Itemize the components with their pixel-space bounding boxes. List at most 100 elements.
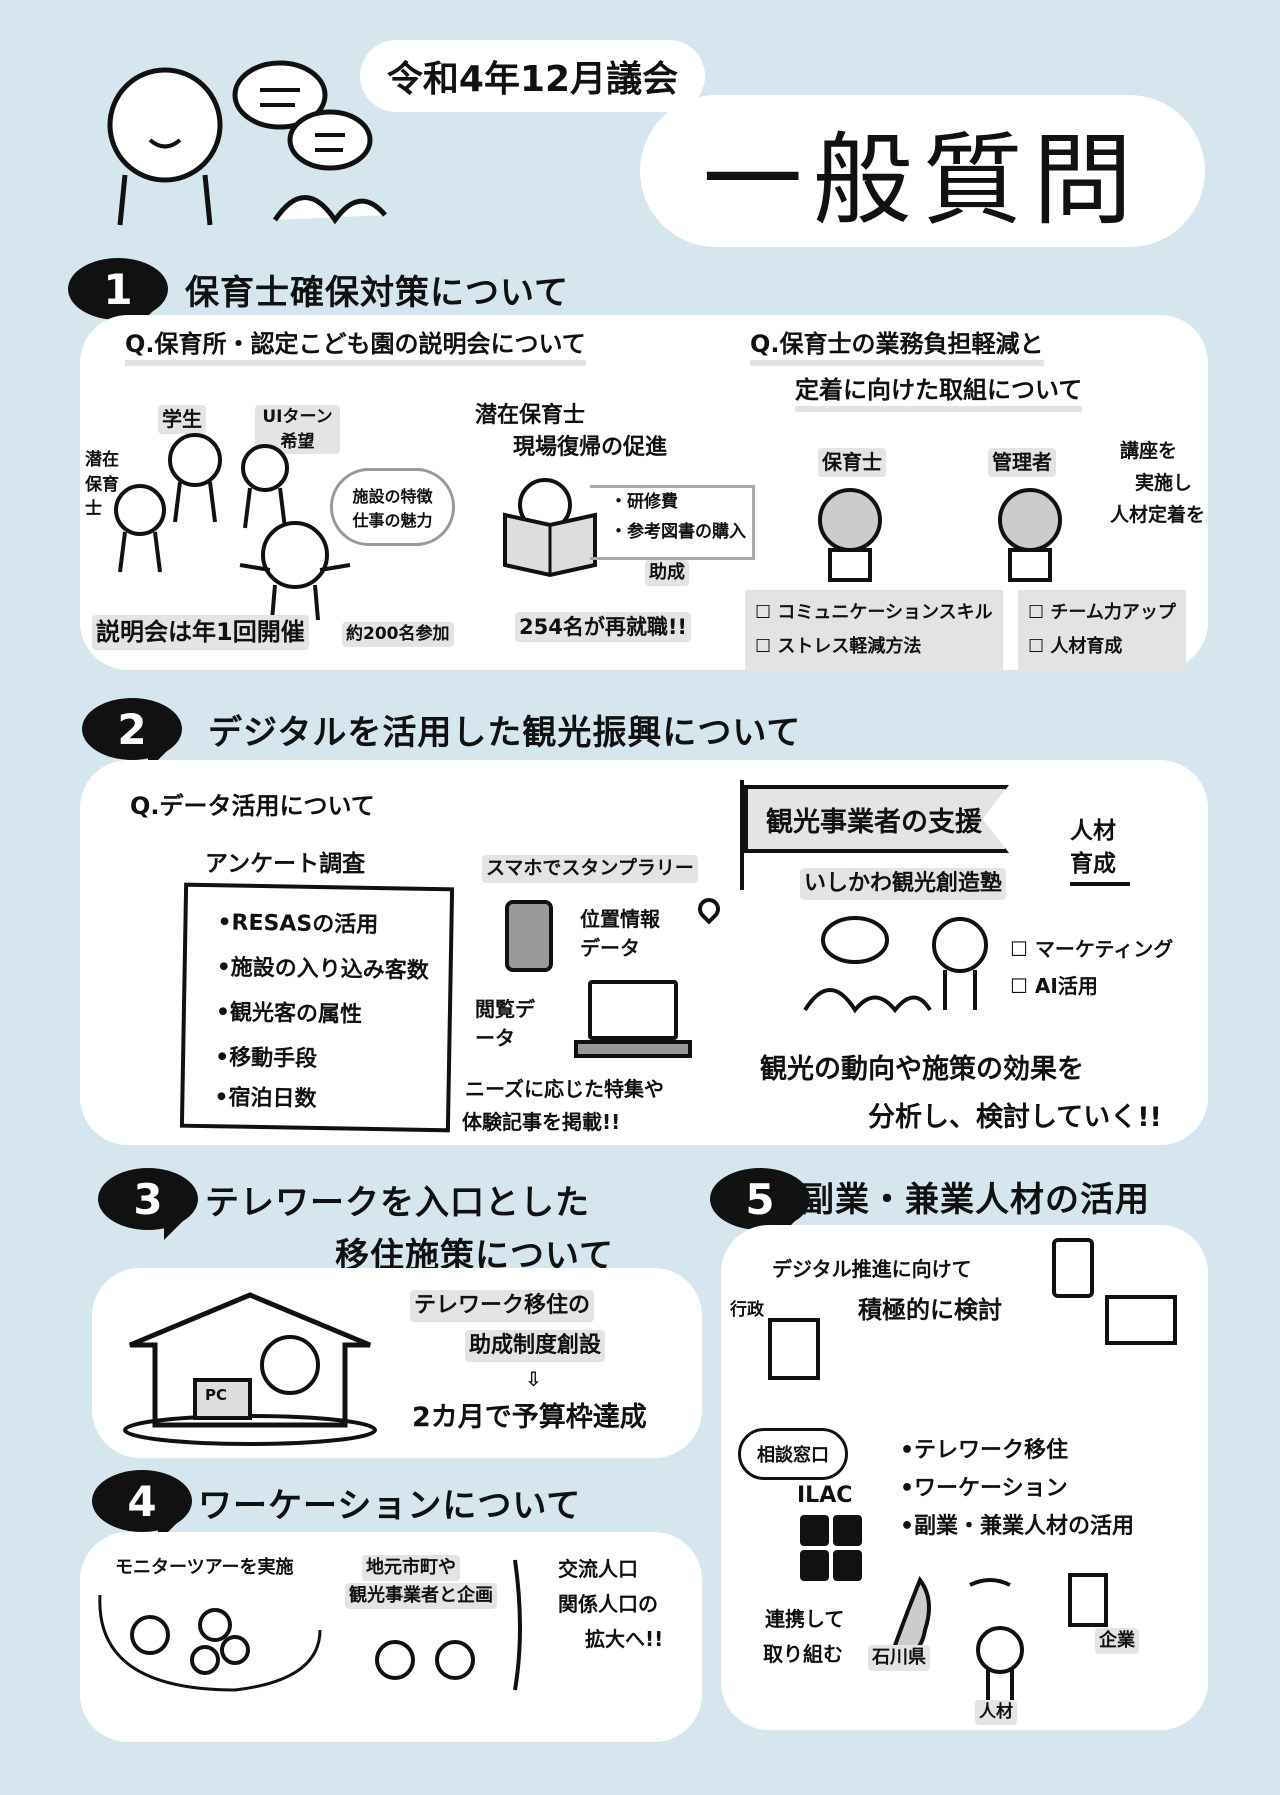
feature-line-1: ニーズに応じた特集や [465,1077,664,1101]
subsidy-box [590,485,755,560]
appeal-text: 施設の特徴 仕事の魅力 [352,487,433,530]
support-flag: 観光事業者の支援 [744,785,1009,853]
laptop-icon [588,980,678,1040]
result-line-3: 拡大へ!! [585,1627,664,1651]
course-note-2: 実施し [1135,472,1193,494]
section-4-title: ワーケーションについて [198,1486,582,1526]
training-item: ☐ 人材育成 [1028,636,1123,658]
section-3-badge: 3 [98,1168,198,1240]
role-label-nursery: 保育士 [818,448,886,477]
staff-illustrations [818,488,1062,582]
section-5-badge: 5 [710,1168,810,1240]
page-title: 一般質問 [702,121,1143,239]
feature-line-2: 体験記事を掲載!! [462,1110,621,1134]
company-label: 企業 [1095,1628,1139,1655]
people-illustration [114,433,351,621]
consultation-label: 相談窓口 [757,1445,829,1466]
briefing-frequency: 説明会は年1回開催 [92,615,309,650]
stamp-rally: スマホでスタンプラリー [482,855,698,883]
section-3-title-1: テレワークを入口とした [205,1183,590,1223]
course-note-1: 講座を [1120,440,1178,462]
ilac-label: ILAC [797,1483,853,1508]
smartphone-icon [1052,1238,1094,1298]
tour-illustration [98,1559,522,1692]
reemployment-result: 254名が再就職!! [515,612,691,643]
jinzai-ikusei: 人材育成 [1070,815,1130,886]
section-2-title: デジタルを活用した観光振興について [208,713,802,753]
laptop-icon [1105,1295,1177,1345]
service-item: •ワーケーション [900,1476,1068,1501]
training-item: ☐ チーム力アップ [1028,602,1176,623]
house-illustration [123,1292,377,1446]
survey-item: •観光客の属性 [215,1000,363,1028]
talent-label: 人材 [975,1700,1017,1725]
survey-item: •宿泊日数 [214,1085,317,1113]
nursery-training-list: ☐ コミュニケーションスキル ☐ ストレス軽減方法 [745,590,1003,671]
section-5-title: 副業・兼業人材の活用 [800,1180,1150,1220]
service-item: •副業・兼業人材の活用 [900,1514,1135,1539]
monitor-tour: モニターツアーを実施 [115,1557,294,1578]
session-bubble: 令和4年12月議会 [360,40,705,112]
juku-item-label: マーケティング [1034,937,1174,961]
label-student: 学生 [158,405,206,434]
training-item-label: ストレス軽減方法 [777,636,922,658]
budget-result: 2カ月で予算枠達成 [412,1402,647,1433]
section-4-badge: 4 [92,1470,192,1542]
return-title-2: 現場復帰の促進 [513,435,668,460]
reader-illustration [503,478,597,578]
training-item-label: 人材育成 [1050,636,1123,658]
survey-item: •移動手段 [214,1045,318,1073]
training-item-label: コミュニケーションスキル [777,602,993,623]
plan-line-1: 地元市町や [362,1555,460,1582]
renkei-2: 取り組む [763,1642,843,1666]
section-2-badge: 2 [82,698,182,770]
juku-item-label: AI活用 [1034,974,1098,998]
down-arrow-icon: ⇩ [525,1367,542,1391]
support-flag-label: 観光事業者の支援 [766,806,982,838]
role-label-manager: 管理者 [988,448,1056,477]
result-line-2: 関係人口の [558,1592,658,1616]
manager-training-list: ☐ チーム力アップ ☐ 人材育成 [1018,590,1186,671]
juku-item-ai: ☐ AI活用 [1010,974,1098,998]
partnership-illustration [887,1573,1108,1710]
session-label: 令和4年12月議会 [386,59,679,100]
speaker-illustration [107,60,387,226]
telework-text-2: 助成制度創設 [465,1330,606,1362]
survey-item: •施設の入り込み客数 [216,955,429,984]
juku-item-marketing: ☐ マーケティング [1010,937,1174,961]
telework-text-1: テレワーク移住の [410,1290,595,1322]
browse-data: 閲覧データ [475,997,535,1050]
section-2-question: Q.データ活用について [130,792,375,820]
smartphone-icon [505,900,553,972]
training-item: ☐ ストレス軽減方法 [755,636,922,658]
section-1-badge: 1 [68,258,168,330]
renkei-1: 連携して [765,1607,845,1631]
survey-sheet: •RESASの活用 •施設の入り込み客数 •観光客の属性 •移動手段 •宿泊日数 [179,882,455,1133]
survey-item: •RESASの活用 [217,910,379,939]
section-1-question-2b: 定着に向けた取組について [795,374,1083,413]
consultation-bubble: 相談窓口 [738,1428,848,1480]
course-note-3: 人材定着を [1110,504,1206,526]
title-bubble: 一般質問 [640,95,1205,247]
briefing-attendance: 約200名参加 [342,622,454,647]
subsidy-item-1: ・研修費 [610,492,678,512]
section-1-question-1: Q.保育所・認定こども園の説明会について [125,328,586,367]
section-1-question-2a: Q.保育士の業務負担軽減と [750,328,1044,367]
service-item: •テレワーク移住 [900,1438,1069,1463]
survey-title: アンケート調査 [205,851,366,877]
label-latent-nursery: 潜在保育士 [85,450,119,520]
section-1-title: 保育士確保対策について [185,273,569,313]
conclusion-2: 分析し、検討していく!! [868,1102,1162,1133]
training-item-label: チーム力アップ [1050,602,1176,623]
location-data: 位置情報データ [580,907,660,960]
ishikawa-juku: いしかわ観光創造塾 [800,868,1007,900]
plan-line-2: 観光事業者と企画 [345,1583,497,1610]
training-item: ☐ コミュニケーションスキル [755,602,993,623]
conclusion-1: 観光の動向や施策の効果を [760,1054,1084,1085]
subsidy-tag: 助成 [645,560,689,587]
digital-text: デジタル推進に向けて [772,1257,972,1281]
appeal-bubble: 施設の特徴 仕事の魅力 [330,468,455,546]
juku-illustration [803,916,988,1014]
subsidy-item-2: ・参考図書の購入 [610,522,746,542]
gyosei-label: 行政 [730,1300,764,1320]
